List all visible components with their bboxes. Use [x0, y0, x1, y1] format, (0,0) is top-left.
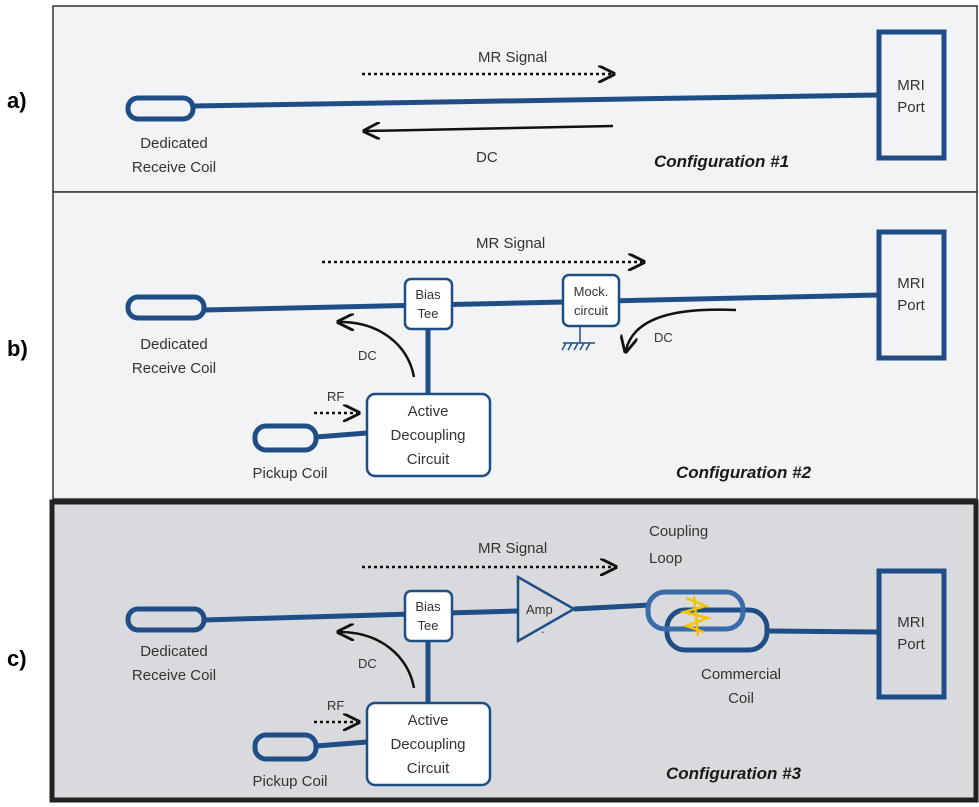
- panel-a-cable: [192, 92, 879, 109]
- panel-b-bias-tee-label-1: Bias: [415, 287, 441, 302]
- panel-c-adc-label-2: Decoupling: [390, 736, 465, 753]
- panel-a-mri-port-label-2: Port: [897, 99, 925, 116]
- panel-b-mock-circuit-label-1: Mock.: [574, 284, 609, 299]
- panel-b-adc-label-3: Circuit: [407, 451, 450, 468]
- panel-a-letter: a): [7, 88, 27, 113]
- panel-b-bias-tee-label-2: Tee: [418, 306, 439, 321]
- panel-c-bias-tee-label-2: Tee: [418, 618, 439, 633]
- panel-c-rf-label: RF: [327, 698, 344, 713]
- commercial-coil-label-1: Commercial: [701, 666, 781, 683]
- panel-b-cable: [203, 292, 879, 313]
- panel-c-mri-port-label-2: Port: [897, 636, 925, 653]
- panel-b-background: [52, 191, 978, 500]
- coupling-loop-label-2: Loop: [649, 550, 682, 567]
- panel-b-dc-right-label: DC: [654, 330, 673, 345]
- amplifier-label-dot: .: [541, 621, 545, 636]
- panel-b: b) Bias Tee Mock. circuit MRI Port M: [7, 191, 978, 500]
- panel-b-dc-left-label: DC: [358, 348, 377, 363]
- panel-b-adc-label-2: Decoupling: [390, 427, 465, 444]
- amplifier-label: Amp: [526, 602, 553, 617]
- ground-icon: [561, 326, 595, 351]
- panel-c-pickup-label: Pickup Coil: [252, 773, 327, 790]
- panel-b-dc-right-arrow: [626, 308, 737, 350]
- panel-c-coil-label-1: Dedicated: [140, 643, 208, 660]
- panel-b-pickup-label: Pickup Coil: [252, 465, 327, 482]
- panel-c-adc-label-1: Active: [408, 712, 449, 729]
- commercial-coil-label-2: Coil: [728, 690, 754, 707]
- panel-c-mr-signal-label: MR Signal: [478, 540, 547, 557]
- panel-c-mri-port-label-1: MRI: [897, 614, 925, 631]
- panel-b-coil-label-1: Dedicated: [140, 336, 208, 353]
- panel-c-bias-tee-label-1: Bias: [415, 599, 441, 614]
- panel-c-amp-to-loop-cable: [573, 602, 651, 612]
- panel-a-configuration-label: Configuration #1: [654, 152, 789, 171]
- panel-a-mri-port-label-1: MRI: [897, 77, 925, 94]
- panel-c-coil-label-2: Receive Coil: [132, 667, 216, 684]
- panel-a-dc-arrow: [366, 126, 614, 131]
- panel-a-mr-signal-label: MR Signal: [478, 49, 547, 66]
- panel-b-mri-port: [876, 229, 947, 361]
- dedicated-receive-coil-icon: [125, 95, 196, 122]
- panel-c-dc-left-arrow: [340, 632, 416, 689]
- amplifier-icon: [516, 574, 577, 644]
- panel-b-mri-port-label-2: Port: [897, 297, 925, 314]
- panel-b-coil-label-2: Receive Coil: [132, 360, 216, 377]
- panel-c-background: [49, 499, 979, 803]
- panel-b-rf-label: RF: [327, 389, 344, 404]
- panel-a-coil-label-2: Receive Coil: [132, 159, 216, 176]
- panel-c: c) Bias Tee Amp . MRI Port MR Signal Cou…: [7, 499, 979, 803]
- panel-b-mri-port-label-1: MRI: [897, 275, 925, 292]
- panel-c-pickup-coil-icon: [252, 732, 319, 762]
- panel-a-mri-port: [876, 29, 947, 161]
- panel-c-dc-left-label: DC: [358, 656, 377, 671]
- panel-c-configuration-label: Configuration #3: [666, 764, 802, 783]
- panel-b-mock-circuit: [561, 273, 621, 328]
- panel-a: a) MRI Port MR Signal DC Dedicated Recei…: [7, 5, 978, 193]
- panel-c-cable: [203, 608, 519, 623]
- panel-a-dc-label: DC: [476, 149, 498, 166]
- panel-b-configuration-label: Configuration #2: [676, 463, 812, 482]
- panel-b-mock-circuit-label-2: circuit: [574, 303, 608, 318]
- panel-c-letter: c): [7, 646, 27, 671]
- panel-b-letter: b): [7, 336, 28, 361]
- panel-c-pickup-cable: [315, 739, 368, 749]
- panel-b-pickup-cable: [315, 430, 368, 440]
- panel-b-mr-signal-label: MR Signal: [476, 235, 545, 252]
- panel-c-adc-label-3: Circuit: [407, 760, 450, 777]
- panel-b-dc-left-arrow: [340, 322, 416, 378]
- panel-b-pickup-coil-icon: [252, 423, 319, 453]
- panel-c-mri-port: [876, 568, 947, 700]
- panel-b-adc-label-1: Active: [408, 403, 449, 420]
- panel-c-coil-to-port-cable: [766, 628, 879, 635]
- coupling-loop-label-1: Coupling: [649, 523, 708, 540]
- panel-a-coil-label-1: Dedicated: [140, 135, 208, 152]
- coupling-spark-icon: [679, 595, 713, 637]
